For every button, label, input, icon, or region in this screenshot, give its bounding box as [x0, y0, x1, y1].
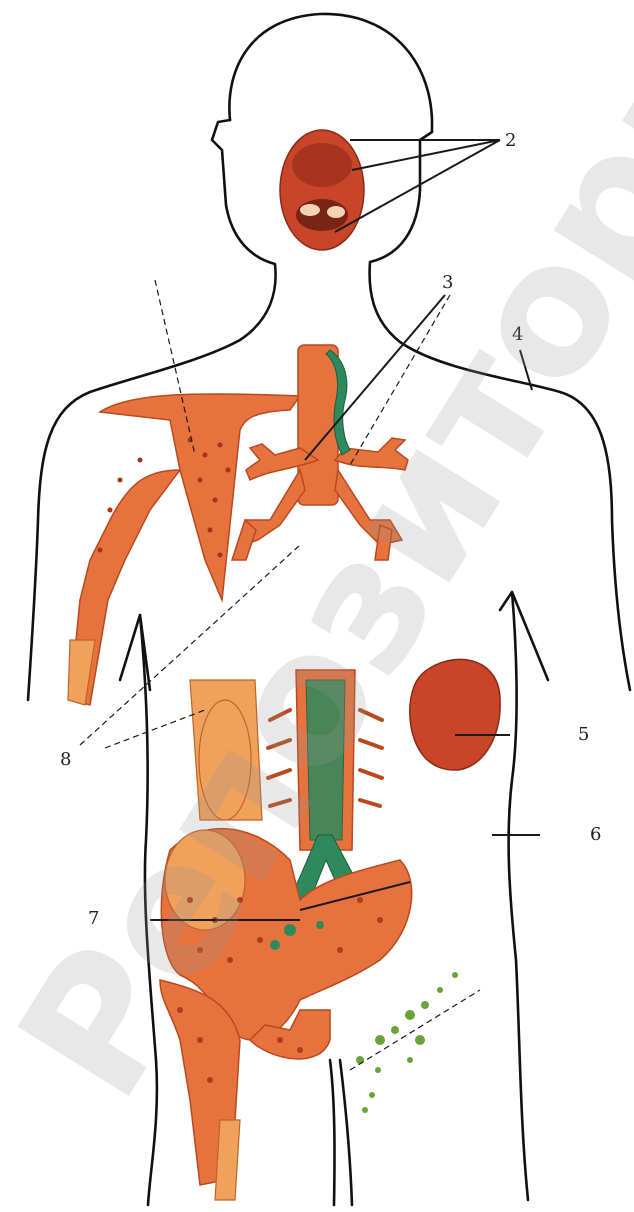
label-5: 5 — [578, 724, 589, 745]
tonsils-icon — [280, 130, 364, 250]
lymph-node-icon — [330, 972, 480, 1205]
label-2: 2 — [505, 130, 516, 151]
label-8: 8 — [60, 749, 71, 770]
label-6: 6 — [590, 824, 601, 845]
